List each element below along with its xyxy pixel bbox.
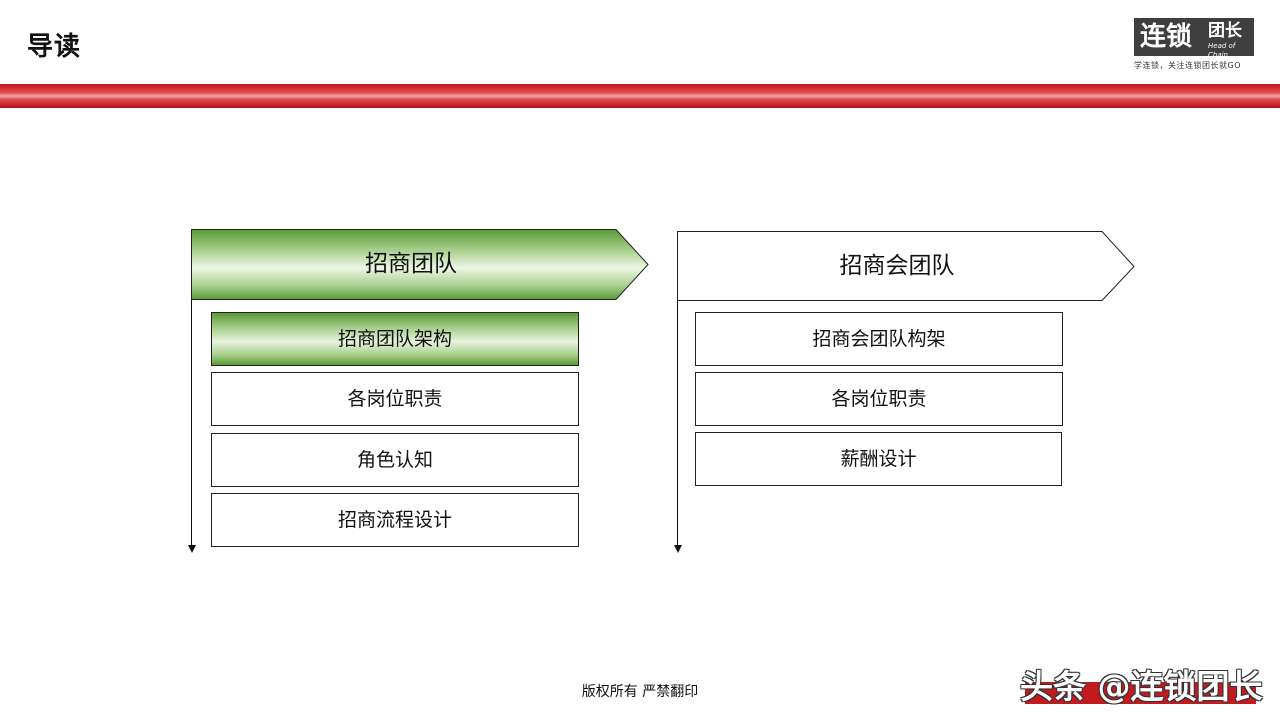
group-title: 招商团队 [365, 251, 457, 277]
list-item[interactable]: 各岗位职责 [211, 372, 579, 426]
list-item[interactable]: 招商团队架构 [211, 312, 579, 366]
logo-sub-text: 团长 [1208, 21, 1242, 41]
group-header-shape [191, 229, 649, 300]
list-item[interactable]: 各岗位职责 [695, 372, 1063, 426]
logo-main-text: 连锁 [1140, 22, 1193, 52]
list-item[interactable]: 角色认知 [211, 433, 579, 487]
logo-box: 连锁 团长 Head of Chain [1134, 18, 1254, 59]
watermark-text: 头条 @连锁团长 [1020, 667, 1263, 706]
copyright-text: 版权所有 严禁翻印 [581, 684, 699, 700]
logo-english-text: Head of Chain [1208, 42, 1236, 59]
group-timeline-line [677, 300, 678, 545]
group-title: 招商会团队 [839, 253, 955, 279]
page-title: 导读 [27, 32, 82, 62]
brand-logo: 连锁 团长 Head of Chain 学连锁，关注连锁团长就GO [1134, 18, 1254, 71]
list-item[interactable]: 薪酬设计 [695, 432, 1062, 486]
watermark-red-bar [1025, 682, 1256, 704]
header-red-band [0, 84, 1280, 108]
down-arrow-icon [673, 545, 682, 553]
group-timeline-line [191, 299, 192, 545]
list-item[interactable]: 招商会团队构架 [695, 312, 1063, 366]
group-header-shape [677, 231, 1135, 301]
list-item[interactable]: 招商流程设计 [211, 493, 579, 547]
logo-slogan: 学连锁，关注连锁团长就GO [1134, 61, 1241, 70]
down-arrow-icon [187, 545, 196, 553]
